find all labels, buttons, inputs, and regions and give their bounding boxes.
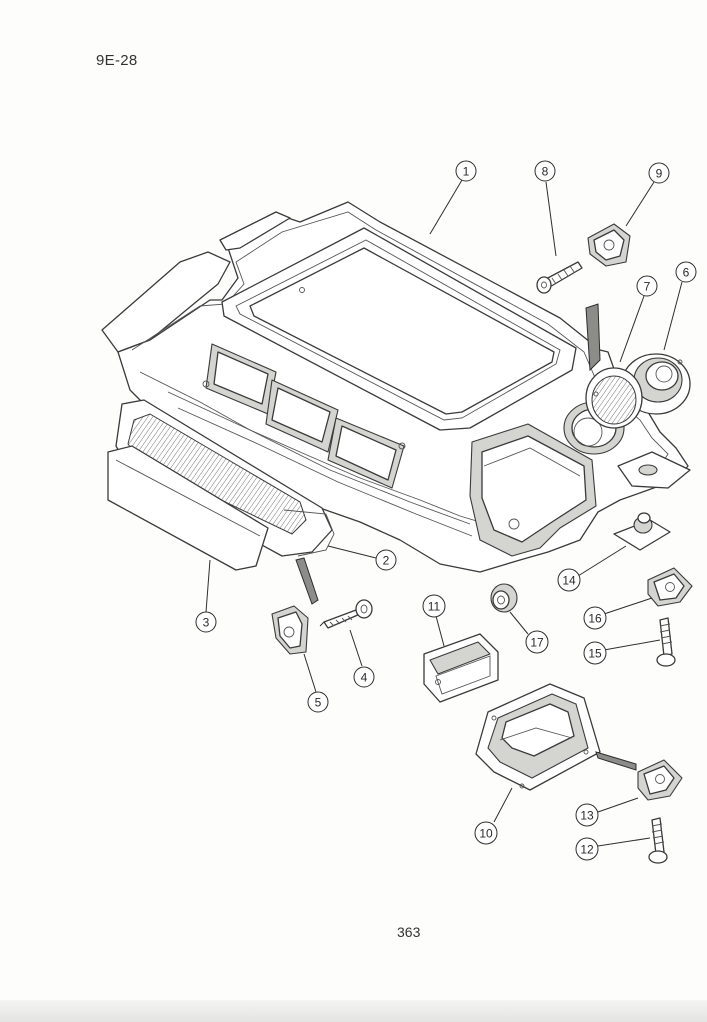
callout-17: 17 [525, 630, 549, 654]
scan-edge [0, 1000, 707, 1022]
part-13-clip-nut [637, 759, 683, 801]
svg-text:4: 4 [361, 671, 368, 685]
svg-text:8: 8 [542, 165, 549, 179]
callout-8: 8 [534, 160, 556, 182]
part-10-bezel [475, 683, 637, 791]
leader-lines [205, 179, 683, 847]
svg-text:17: 17 [530, 636, 544, 650]
svg-text:12: 12 [580, 843, 594, 857]
page-reference: 9E-28 [96, 52, 138, 69]
callout-7: 7 [636, 275, 658, 297]
callout-12: 12 [575, 837, 599, 861]
svg-text:15: 15 [588, 647, 602, 661]
svg-text:5: 5 [315, 696, 322, 710]
part-5-clip-nut [271, 605, 309, 655]
part-12-screw [648, 817, 668, 864]
svg-text:16: 16 [588, 612, 602, 626]
svg-text:3: 3 [203, 616, 210, 630]
svg-text:10: 10 [479, 827, 493, 841]
callout-6: 6 [675, 261, 697, 283]
callout-9: 9 [648, 162, 670, 184]
part-8-screw [536, 261, 583, 294]
callout-16: 16 [583, 606, 607, 630]
page-number: 363 [397, 924, 421, 940]
callout-3: 3 [195, 611, 217, 633]
part-9-clip-nut [587, 223, 631, 267]
callout-1: 1 [455, 160, 477, 182]
svg-text:9: 9 [656, 167, 663, 181]
svg-text:11: 11 [428, 600, 441, 614]
part-3-front-trim-panel [107, 399, 333, 605]
svg-text:6: 6 [683, 266, 690, 280]
part-4-screw [319, 599, 373, 629]
part-11-bracket [423, 633, 499, 703]
svg-text:1: 1 [463, 165, 470, 179]
part-7-speaker-grille [585, 367, 643, 429]
svg-text:14: 14 [562, 574, 576, 588]
part-17-grommet [490, 583, 518, 613]
callout-5: 5 [307, 691, 329, 713]
callout-10: 10 [474, 821, 498, 845]
callout-2: 2 [375, 549, 397, 571]
svg-text:13: 13 [580, 809, 594, 823]
svg-text:2: 2 [383, 554, 390, 568]
callout-14: 14 [557, 568, 581, 592]
part-15-screw [656, 617, 676, 667]
callout-13: 13 [575, 803, 599, 827]
part-16-clip-nut [647, 567, 693, 607]
part-2-retainer [283, 509, 335, 557]
part-14-nut-plate [613, 512, 671, 551]
svg-text:7: 7 [644, 280, 651, 294]
callout-15: 15 [583, 641, 607, 665]
callout-11: 11 [422, 594, 446, 618]
callout-4: 4 [353, 666, 375, 688]
